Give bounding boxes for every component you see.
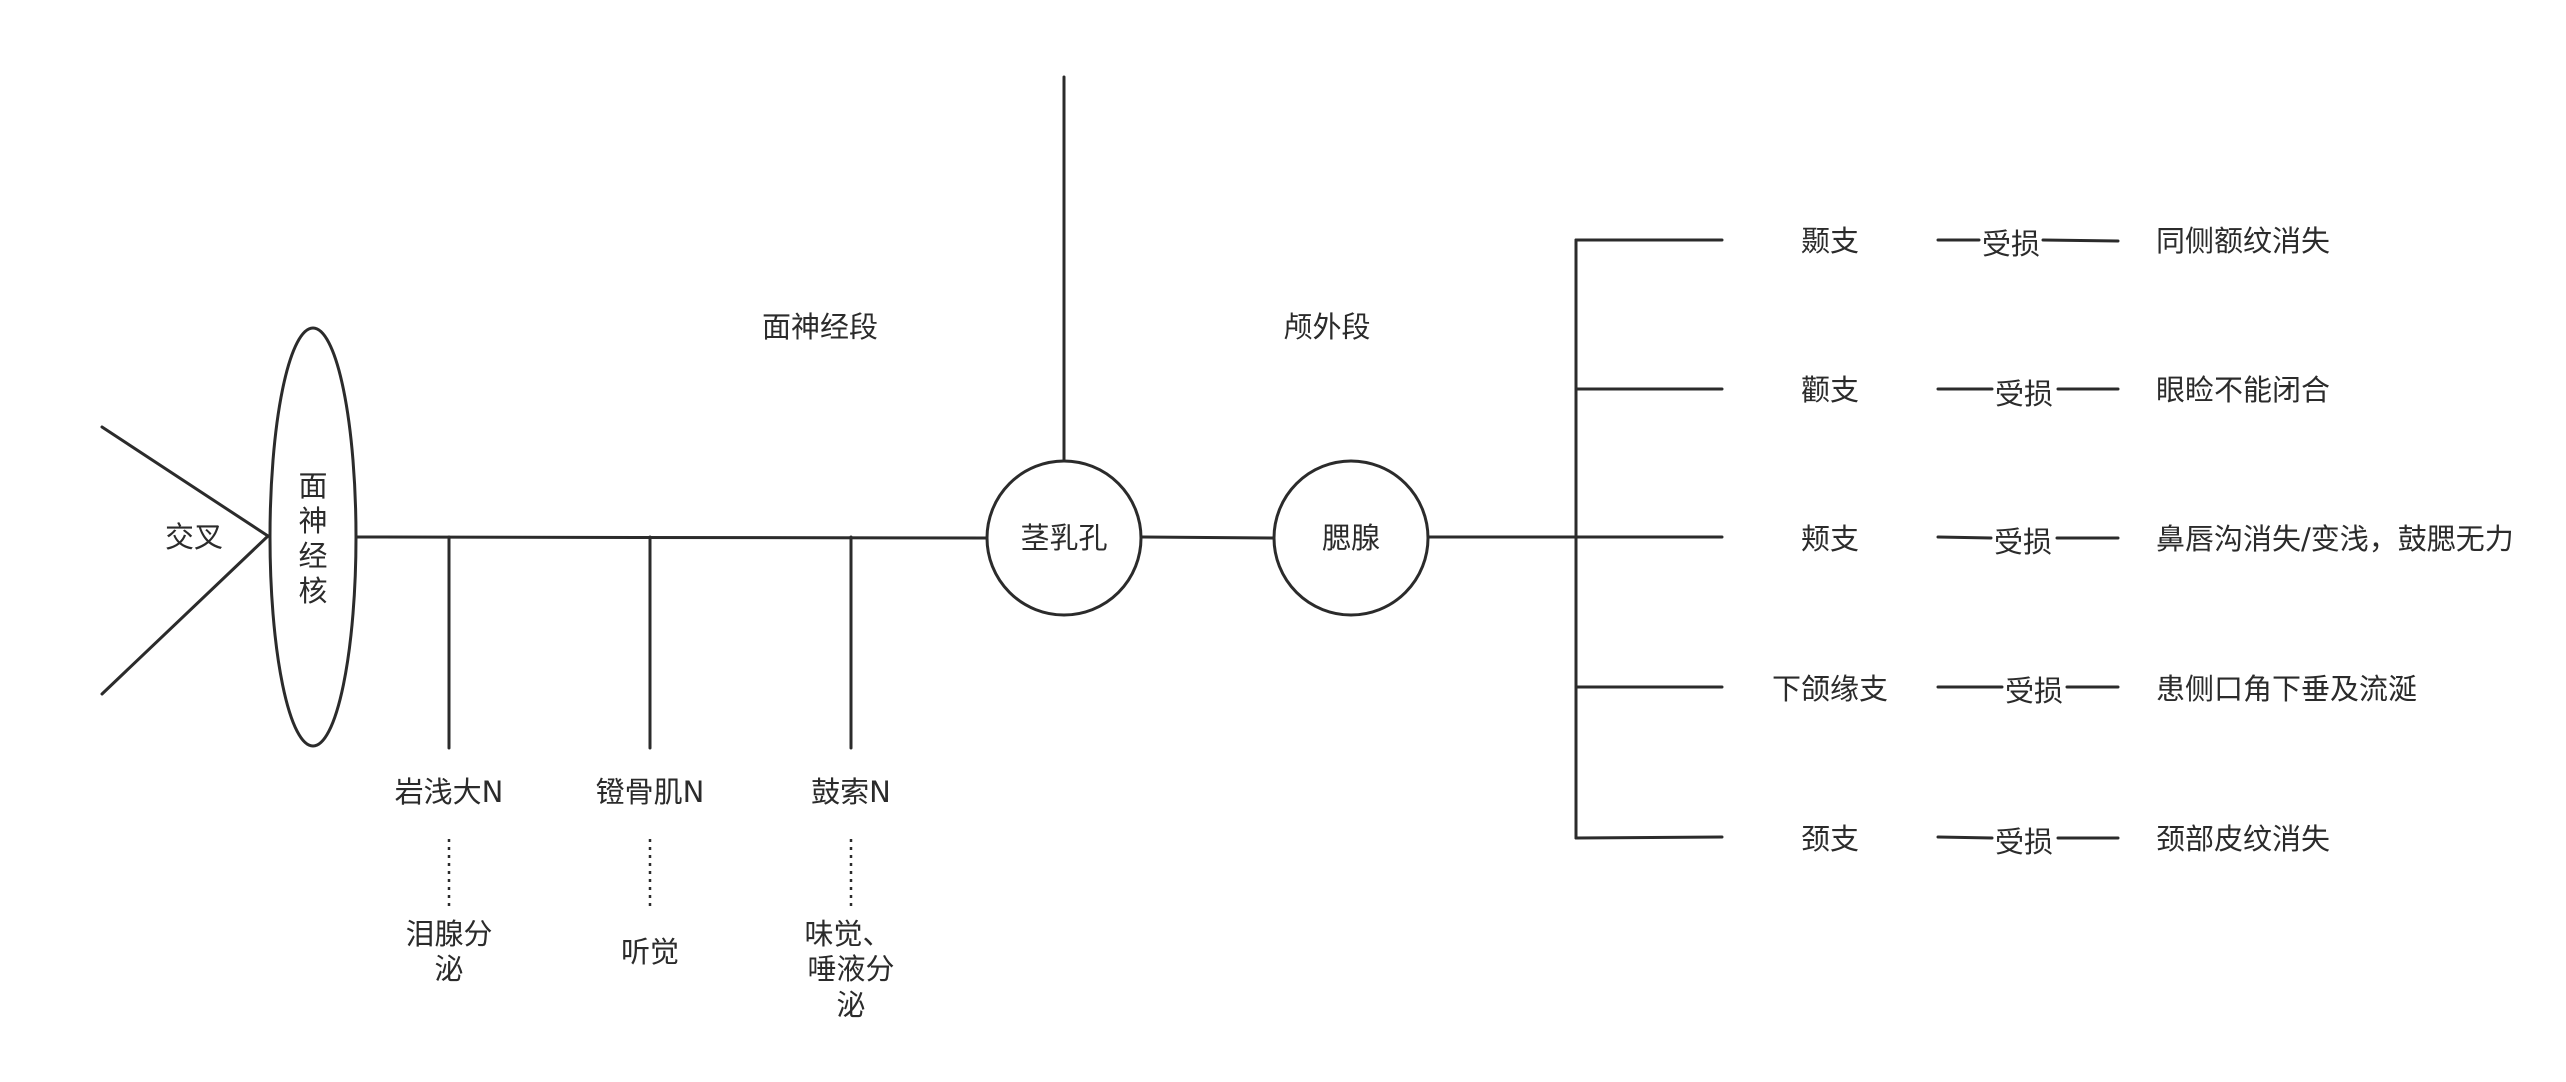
branch-stapedius: 镫骨肌N 听觉 [596,535,705,969]
damage-label: 受损 [1982,227,2040,261]
nucleus-label-1: 面 [298,469,327,503]
terminal-branch-zygomatic: 颧支 受损 眼睑不能闭合 [1574,373,2330,411]
nucleus-label-3: 经 [298,539,327,573]
terminal-branch-symptom: 眼睑不能闭合 [2156,373,2330,407]
facial-nerve-nucleus: 面 神 经 核 [268,326,358,748]
crossing-lower-line [100,534,270,696]
segment-label-facial-canal: 面神经段 [762,310,878,344]
crossing-upper-line [100,425,270,538]
stylomastoid-foramen-label: 茎乳孔 [1020,521,1107,555]
damage-label: 受损 [1995,377,2053,411]
branch-name: 镫骨肌N [596,775,705,809]
damage-label: 受损 [1994,525,2052,559]
damage-line-right [2041,238,2120,243]
stylomastoid-foramen-node: 茎乳孔 [985,459,1143,617]
branch-function-line-3: 泌 [836,988,865,1022]
terminal-branch-name: 颈支 [1801,822,1859,856]
branch-function-line-1: 味觉、 [804,917,891,951]
branch-name: 鼓索N [811,775,891,809]
branch-function-line-2: 唾液分 [807,952,894,986]
crossing-group: 交叉 [100,425,270,696]
parotid-gland-node: 腮腺 [1272,459,1430,617]
branch-line [1574,835,1724,840]
terminal-branch-name: 颞支 [1801,224,1859,258]
damage-line-left [1936,535,1993,540]
damage-label: 受损 [1995,825,2053,859]
terminal-branch-temporal: 颞支 受损 同侧额纹消失 [1574,224,2330,261]
nucleus-label-4: 核 [298,574,327,608]
terminal-branch-name: 颧支 [1801,373,1859,407]
terminal-branch-symptom: 患侧口角下垂及流涎 [2156,672,2417,706]
branch-name: 岩浅大N [395,775,504,809]
terminal-branch-buccal: 颊支 受损 鼻唇沟消失/变浅，鼓腮无力 [1574,522,2514,559]
terminal-branch-name: 颊支 [1801,522,1859,556]
branch-chorda-tympani: 鼓索N 味觉、 唾液分 泌 [804,535,895,1022]
terminal-branch-symptom: 鼻唇沟消失/变浅，鼓腮无力 [2156,522,2514,556]
branch-function-line-1: 听觉 [621,935,679,969]
nucleus-label-2: 神 [298,504,327,538]
trunk-line-stylomastoid-to-parotid [1139,535,1276,540]
terminal-branch-name: 下颌缘支 [1772,672,1888,706]
parotid-gland-label: 腮腺 [1322,521,1380,555]
damage-line-left [1936,835,1994,840]
segment-label-extracranial: 颅外段 [1283,310,1370,344]
branch-function-line-2: 泌 [434,952,463,986]
branch-function-line-1: 泪腺分 [405,917,492,951]
terminal-branch-marginal-mandibular: 下颌缘支 受损 患侧口角下垂及流涎 [1574,672,2417,708]
crossing-label: 交叉 [165,520,223,554]
terminal-branch-symptom: 颈部皮纹消失 [2156,822,2330,856]
branch-greater-petrosal: 岩浅大N 泪腺分 泌 [395,535,504,986]
terminal-branch-cervical: 颈支 受损 颈部皮纹消失 [1574,822,2330,859]
damage-label: 受损 [2005,674,2063,708]
trunk-line-nucleus-to-stylomastoid [354,535,988,540]
terminal-branch-symptom: 同侧额纹消失 [2156,224,2330,258]
